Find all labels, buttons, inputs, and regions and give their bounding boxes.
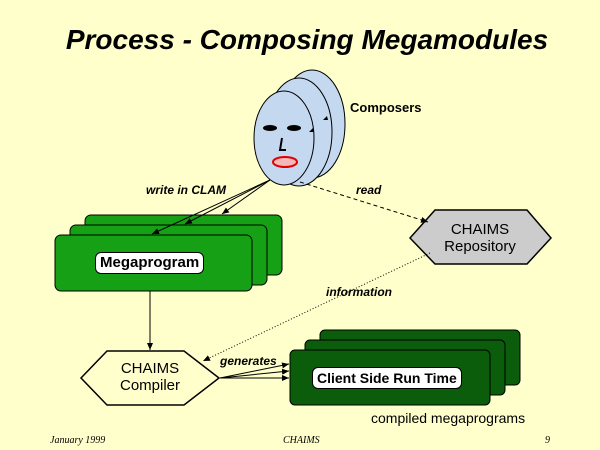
runtime-label: Client Side Run Time bbox=[312, 367, 462, 389]
generates-arrows bbox=[219, 362, 290, 381]
read-label: read bbox=[356, 183, 382, 197]
runtime-caption: compiled megaprograms bbox=[371, 410, 526, 426]
compiler-hexagon bbox=[79, 350, 221, 406]
write-label: write in CLAM bbox=[146, 183, 226, 197]
read-arrow bbox=[299, 181, 429, 223]
compiler-line1: CHAIMS bbox=[120, 360, 180, 377]
repository-hexagon bbox=[408, 209, 553, 265]
repository-line2: Repository bbox=[444, 238, 516, 255]
composers-icon bbox=[253, 69, 346, 187]
compiler-line2: Compiler bbox=[119, 377, 180, 394]
information-label: information bbox=[326, 285, 392, 299]
slide-title: Process - Composing Megamodules bbox=[65, 24, 549, 55]
footer-date: January 1999 bbox=[50, 435, 106, 446]
repository-label: CHAIMS Repository bbox=[430, 221, 530, 255]
compiler-label: CHAIMS Compiler bbox=[100, 360, 200, 394]
composers-label: Composers bbox=[350, 100, 422, 115]
footer-center: CHAIMS bbox=[283, 435, 320, 446]
generates-label: generates bbox=[220, 354, 277, 368]
megaprogram-label: Megaprogram bbox=[95, 252, 205, 274]
repository-line1: CHAIMS bbox=[450, 221, 510, 238]
write-arrows bbox=[151, 179, 271, 235]
page-number: 9 bbox=[545, 435, 550, 446]
